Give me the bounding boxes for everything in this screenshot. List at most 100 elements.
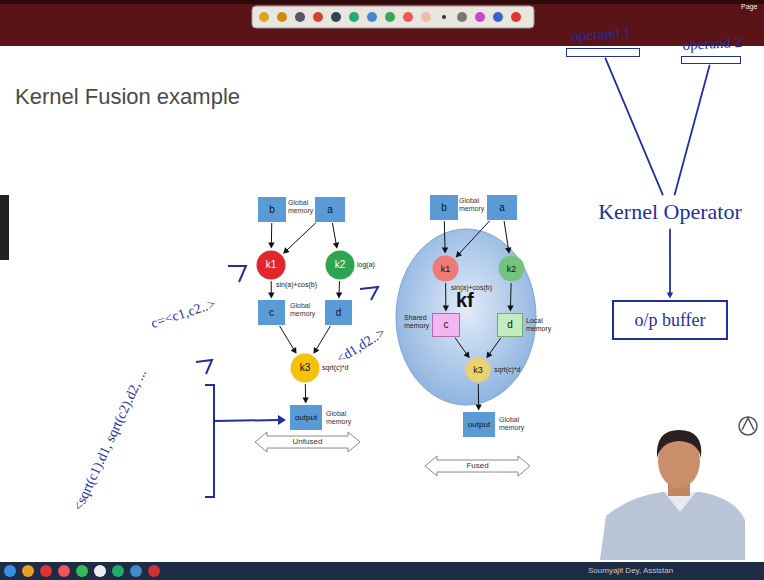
node-caption: sin(a)+cos(b) [276, 281, 317, 289]
fused-region-fill [396, 229, 536, 405]
memory-note: Global memory [459, 197, 486, 213]
arrowhead [283, 247, 290, 253]
node-label: b [430, 202, 458, 214]
node-caption: log(a) [357, 261, 375, 269]
taskbar-icon [4, 565, 16, 577]
node-label: k1 [256, 259, 286, 271]
toolbar-icon [421, 12, 431, 22]
toolbar-icon [277, 12, 287, 22]
hand-bracket [205, 385, 214, 497]
kernel-circle: k3sqrt(c)*d [290, 353, 320, 383]
memory-box: a [315, 197, 345, 222]
connector [268, 281, 274, 298]
arrowhead [667, 292, 673, 298]
hand-arrow-mark [196, 360, 212, 374]
taskbar-icon [130, 565, 142, 577]
connector-line [333, 223, 337, 244]
node-label: k2 [325, 259, 355, 271]
node-caption: sqrt(c)*d [494, 366, 520, 374]
connector [283, 223, 316, 254]
operand-buffer: operand 2 [681, 56, 741, 64]
institute-logo [739, 417, 757, 435]
taskbar-icon [40, 565, 52, 577]
node-label: c [258, 307, 285, 319]
node-label: c [433, 319, 459, 331]
connector-line [339, 281, 340, 293]
taskbar-icon [148, 565, 160, 577]
toolbar-icon [493, 12, 503, 22]
footer-text: Soumyajit Dey, Assistan [588, 566, 673, 575]
memory-box: d [325, 300, 352, 325]
output-buffer: o/p buffer [612, 300, 728, 340]
taskbar-icon [112, 565, 124, 577]
kernel-circle: k1sin(a)+cos(b) [256, 250, 286, 280]
circle-fill [257, 251, 286, 280]
connector-line [280, 326, 294, 349]
taskbar-icon [58, 565, 70, 577]
memory-note: Global memory [288, 199, 315, 215]
hand-leader-head [278, 415, 286, 425]
toolbar-icon [331, 12, 341, 22]
fused-kernel: kfk1sin(a)+cos(b)k2cShared memorydLocal … [395, 228, 537, 406]
node-label: output [290, 413, 322, 422]
taskbar-icon [22, 565, 34, 577]
connector [675, 65, 710, 194]
toolbar-icon [313, 12, 323, 22]
node-label: k3 [290, 362, 320, 374]
toolbar-icon [442, 15, 446, 19]
node-label: a [487, 202, 517, 214]
connector-line [675, 65, 710, 194]
presenter-shirt [600, 492, 745, 560]
handwritten-note: <sqrt(c1).d1, sqrt(c2).d2, ... [70, 367, 150, 514]
arrowhead [475, 404, 481, 410]
connector-line [305, 384, 306, 398]
node-label: k2 [498, 263, 525, 273]
node-label: d [325, 307, 352, 319]
arrowhead [302, 397, 308, 403]
arrowhead [291, 347, 297, 354]
connector-line [271, 223, 272, 243]
connector-line [271, 281, 272, 293]
node-label: kf [456, 289, 474, 312]
circle-fill [326, 251, 355, 280]
presenter-hair [657, 430, 701, 458]
toolbar-icon [295, 12, 305, 22]
direction-arrow: Unfused [255, 432, 360, 452]
circle-fill [466, 358, 491, 383]
connector-line [287, 223, 316, 250]
handwritten-note: <d1,d2..> [334, 325, 389, 367]
window-edge-mark [0, 195, 9, 260]
arrowhead [314, 347, 320, 354]
circle-fill [433, 256, 459, 282]
toolbar-icon [511, 12, 521, 22]
kernel-circle: k2 [498, 255, 525, 282]
connector [333, 223, 340, 248]
node-label: Kernel Operator [594, 199, 746, 224]
memory-box: output [463, 412, 495, 437]
memory-box: a [487, 195, 517, 220]
toolbar-icon [259, 12, 269, 22]
toolbar [252, 6, 534, 28]
node-caption: sin(a)+cos(b) [451, 284, 492, 292]
circle-fill [291, 354, 320, 383]
connector-line [605, 58, 662, 194]
handwritten-note: c=<c1,c2..> [149, 296, 218, 332]
circle-fill [499, 256, 525, 282]
header-edge [0, 0, 764, 4]
node-label: Unfused [255, 437, 360, 446]
connector-line [316, 326, 330, 349]
institute-logo [742, 418, 754, 430]
arrowhead [336, 292, 342, 298]
double-arrow-fill [255, 432, 360, 452]
toolbar-icon [349, 12, 359, 22]
toolbar-icon [367, 12, 377, 22]
memory-box: b [258, 197, 286, 222]
memory-box: b [430, 195, 458, 220]
taskbar [0, 562, 764, 580]
connector-line [445, 283, 446, 306]
connector [280, 326, 297, 354]
toolbar-icon [385, 12, 395, 22]
toolbar-icon [475, 12, 485, 22]
node-label: k1 [432, 263, 459, 273]
